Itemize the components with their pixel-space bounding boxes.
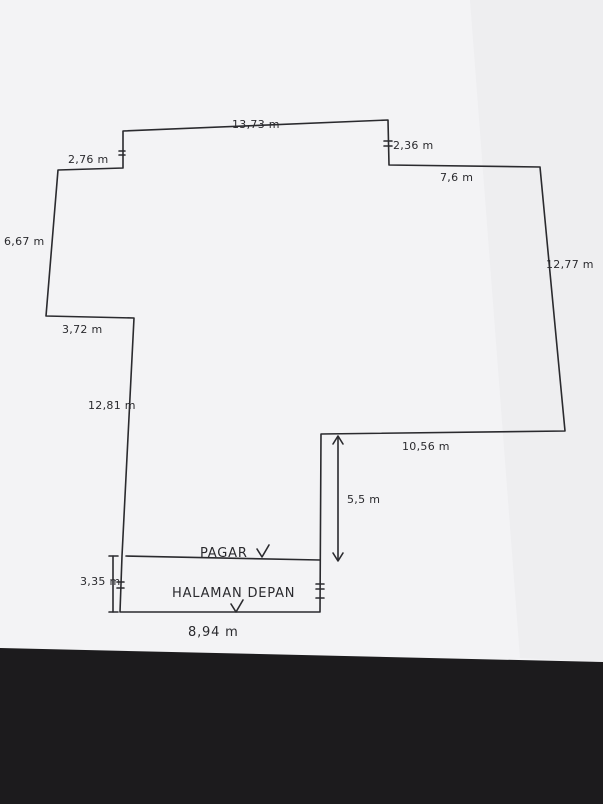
dimension-top-left-step: 2,76 m bbox=[68, 153, 109, 166]
annotation-fence: PAGAR bbox=[200, 546, 248, 561]
dimension-right: 12,77 m bbox=[546, 258, 594, 271]
outline-path bbox=[45, 119, 566, 613]
paper-shade bbox=[470, 0, 603, 662]
dimension-top-step: 2,36 m bbox=[393, 139, 434, 152]
building-outline bbox=[45, 119, 566, 613]
dimension-left-step: 3,72 m bbox=[62, 323, 103, 336]
dimension-top: 13,73 m bbox=[232, 118, 280, 131]
dimension-front-height: 3,35 m bbox=[80, 575, 121, 588]
check-mark bbox=[256, 544, 270, 558]
dimension-left-lower: 12,81 m bbox=[88, 399, 136, 412]
arrow-head-bottom bbox=[332, 552, 344, 562]
dimension-left-upper: 6,67 m bbox=[4, 235, 45, 248]
dimension-vertical-inner: 5,5 m bbox=[347, 493, 380, 506]
fence-line bbox=[125, 555, 321, 561]
annotation-front-yard: HALAMAN DEPAN bbox=[172, 586, 295, 601]
arrow-head-top bbox=[332, 435, 344, 445]
dimension-front-width: 8,94 m bbox=[188, 625, 239, 640]
check-mark bbox=[230, 599, 244, 613]
dimension-right-top: 7,6 m bbox=[440, 171, 473, 184]
dimension-bottom-right: 10,56 m bbox=[402, 440, 450, 453]
